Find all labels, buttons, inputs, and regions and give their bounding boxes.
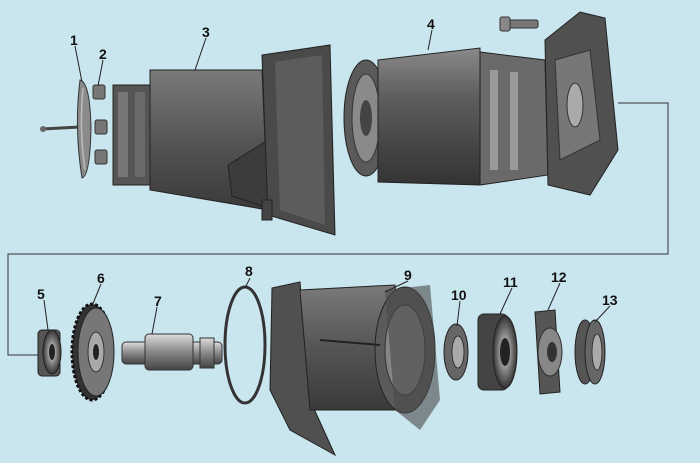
part-11-bearing: [477, 313, 518, 391]
label-4: 4: [427, 16, 435, 32]
label-13: 13: [602, 292, 618, 308]
label-6: 6: [97, 270, 105, 286]
leader-lines: [43, 29, 611, 335]
part-7-shaft: [121, 333, 223, 371]
part-5-bearing: [37, 329, 62, 377]
label-12: 12: [551, 269, 567, 285]
label-3: 3: [202, 24, 210, 40]
assembly-connector-line: [7, 102, 669, 356]
part-12-flange: [534, 309, 563, 395]
label-11: 11: [503, 274, 518, 290]
part-8-o-ring: [223, 285, 267, 405]
label-9: 9: [404, 267, 412, 283]
label-1: 1: [70, 32, 78, 48]
part-3-gearbox-housing: [112, 44, 336, 236]
part-2-clips: [92, 84, 108, 165]
label-2: 2: [99, 46, 107, 62]
part-1-cover-plate: [40, 79, 92, 179]
label-7: 7: [154, 293, 162, 309]
label-10: 10: [451, 287, 467, 303]
part-13-seal-rings: [574, 319, 606, 385]
part-9-spindle-housing: [269, 281, 440, 457]
part-10-seal: [443, 323, 469, 381]
label-5: 5: [37, 286, 45, 302]
part-4-motor: [343, 11, 619, 196]
label-8: 8: [245, 263, 253, 279]
part-6-gear: [70, 302, 115, 402]
